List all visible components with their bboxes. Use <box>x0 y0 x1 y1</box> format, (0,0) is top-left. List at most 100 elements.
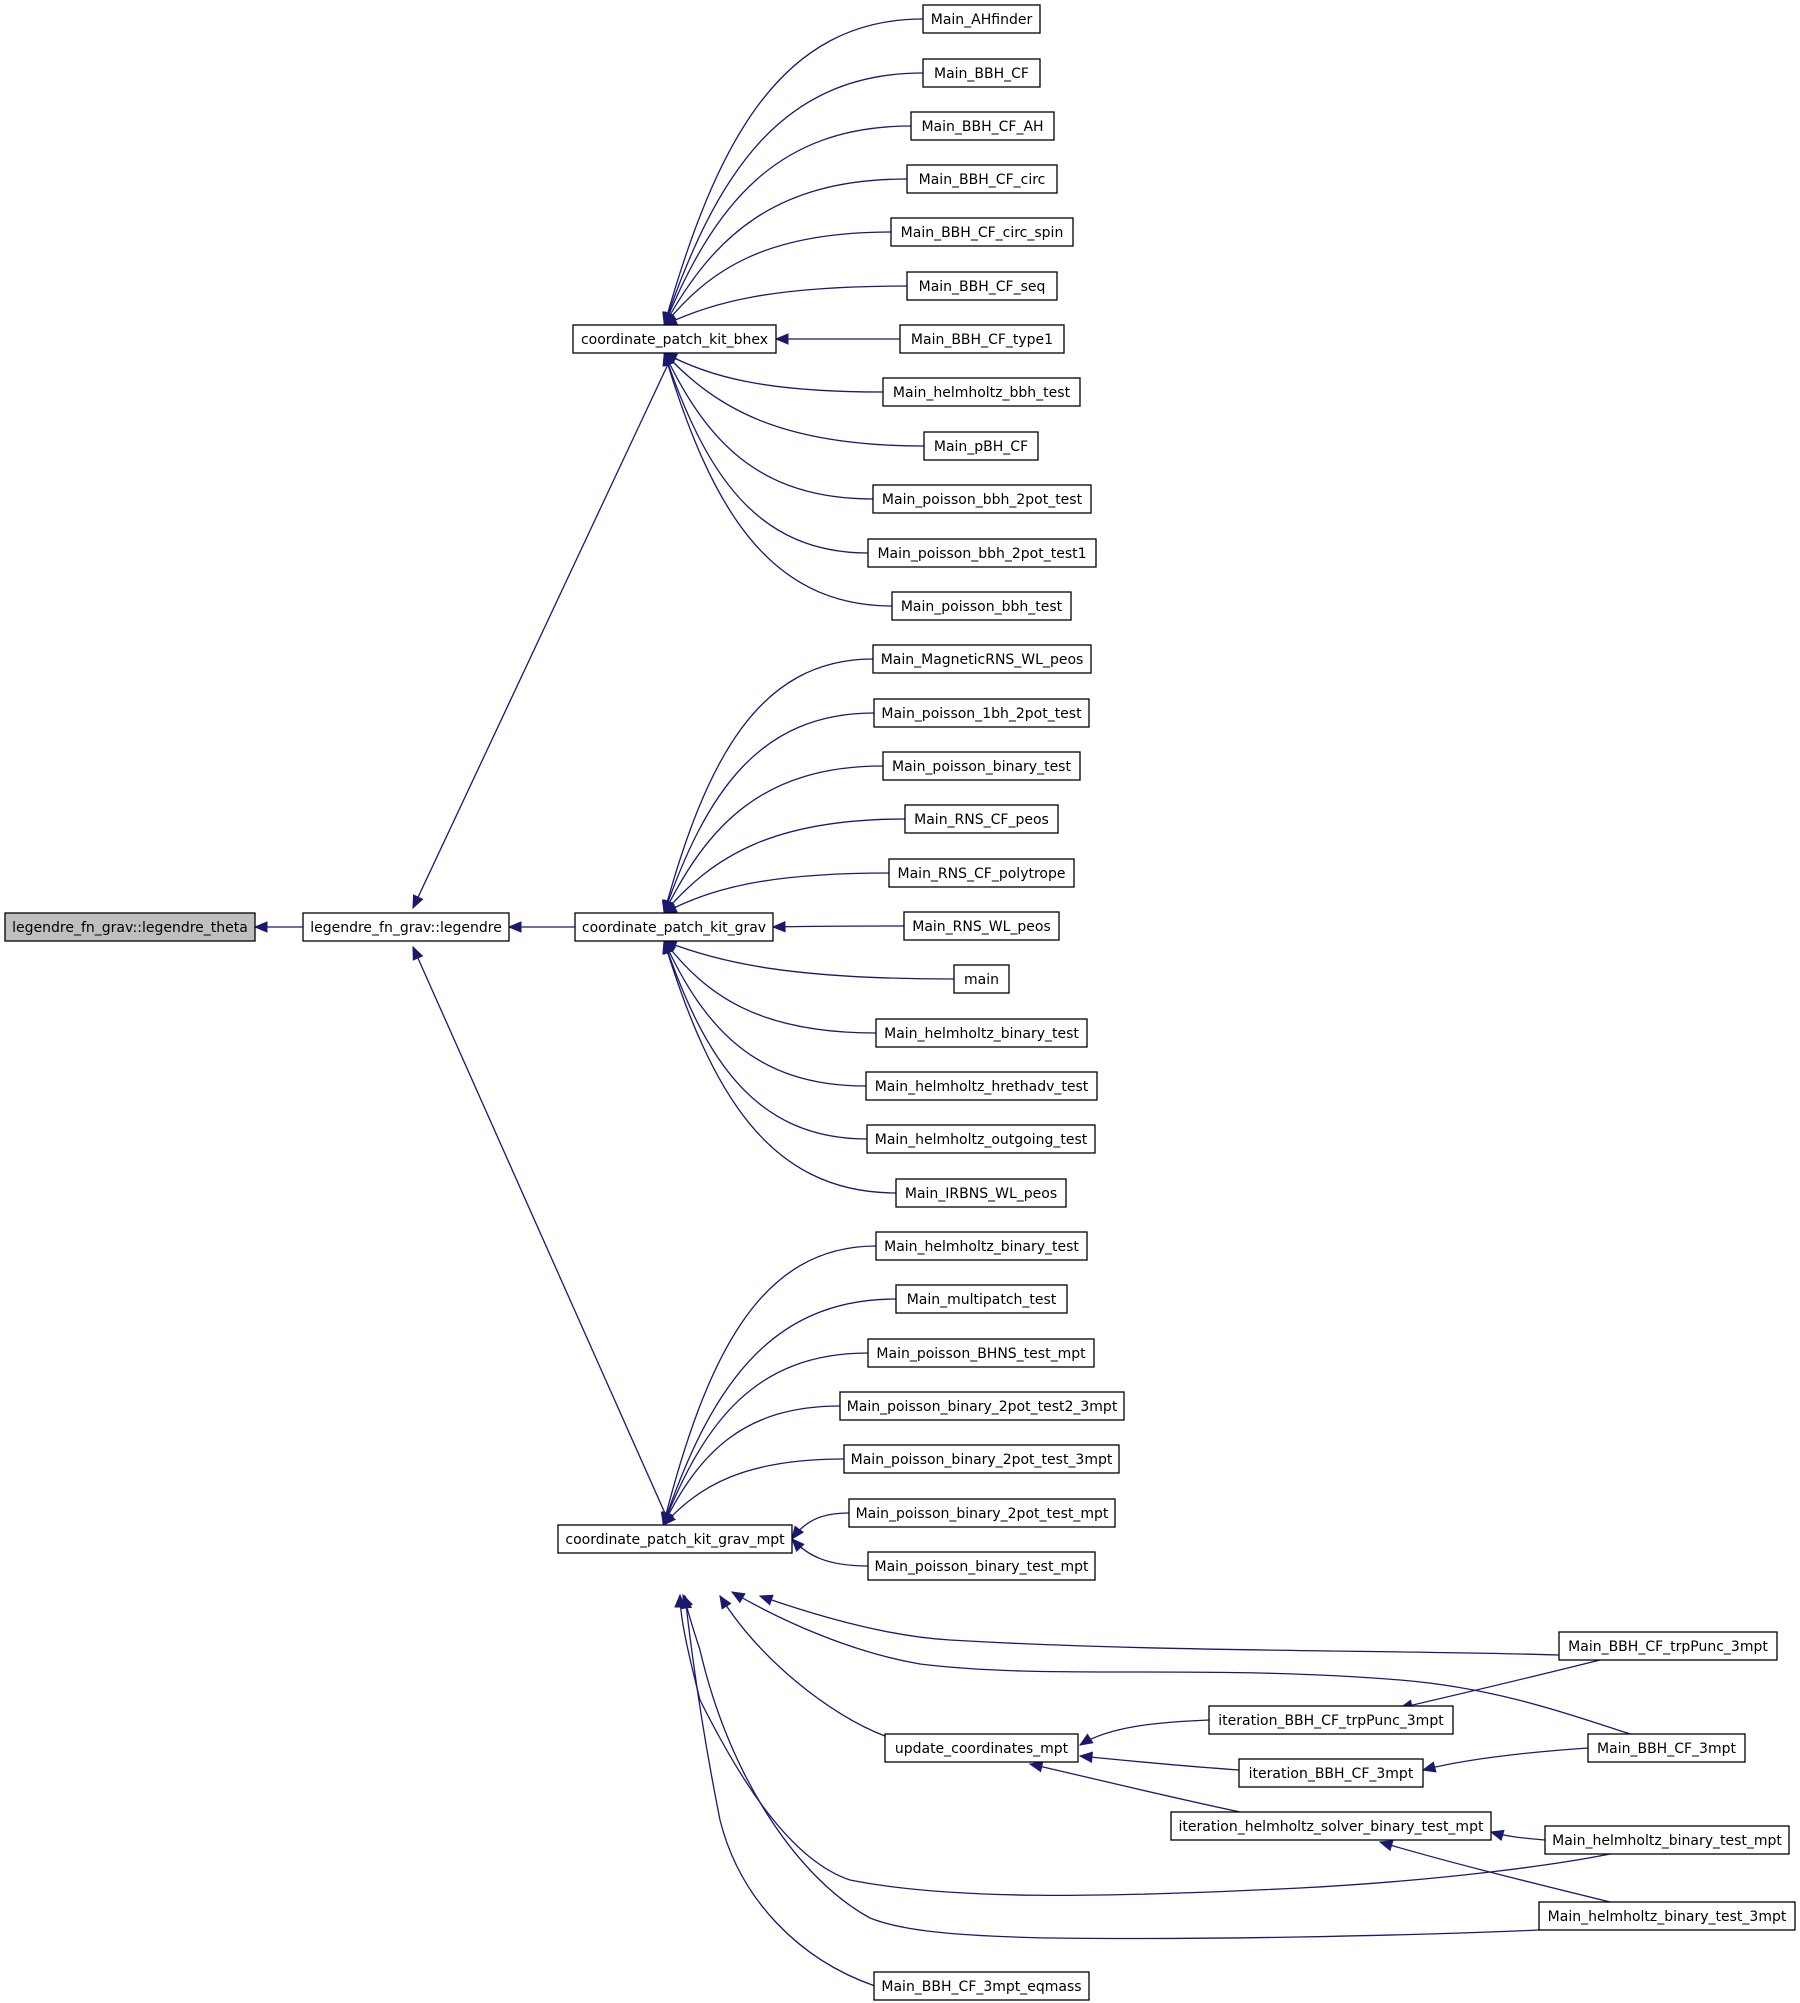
node-mpt[interactable]: coordinate_patch_kit_grav_mpt <box>557 1524 793 1554</box>
node-it2[interactable]: iteration_BBH_CF_3mpt <box>1238 1758 1424 1788</box>
node-b10[interactable]: Main_poisson_bbh_2pot_test <box>872 484 1092 514</box>
node-r4[interactable]: Main_helmholtz_binary_test_3mpt <box>1538 1901 1796 1931</box>
node-label: Main_helmholtz_outgoing_test <box>875 1132 1088 1148</box>
node-m3[interactable]: Main_poisson_BHNS_test_mpt <box>867 1338 1095 1368</box>
node-label: Main_helmholtz_bbh_test <box>893 385 1071 401</box>
node-label: Main_poisson_binary_2pot_test_mpt <box>856 1506 1109 1522</box>
node-label: coordinate_patch_kit_grav_mpt <box>565 1532 785 1548</box>
edge-arrowhead <box>1489 1829 1505 1841</box>
edge-arrowhead <box>1421 1761 1437 1773</box>
node-m7[interactable]: Main_poisson_binary_test_mpt <box>867 1551 1096 1581</box>
node-b4[interactable]: Main_BBH_CF_circ <box>906 164 1058 194</box>
node-box <box>873 1971 1090 2001</box>
edge-g4-to-grav <box>663 818 906 914</box>
node-r2[interactable]: Main_BBH_CF_3mpt <box>1587 1733 1746 1763</box>
node-g10[interactable]: Main_helmholtz_outgoing_test <box>866 1124 1096 1154</box>
edge-r3-to-mpt <box>679 1594 1611 1897</box>
node-label: Main_RNS_CF_peos <box>914 812 1049 828</box>
node-b6[interactable]: Main_BBH_CF_seq <box>906 271 1058 301</box>
node-g5[interactable]: Main_RNS_CF_polytrope <box>888 858 1075 888</box>
node-box <box>1538 1901 1796 1931</box>
node-box <box>895 1178 1067 1208</box>
edge-m9-to-mpt <box>684 1595 876 1987</box>
node-box <box>1558 1631 1778 1661</box>
edge-b3-to-bhex <box>663 125 912 326</box>
node-m9[interactable]: Main_BBH_CF_3mpt_eqmass <box>873 1971 1090 2001</box>
node-label: Main_poisson_bbh_2pot_test <box>882 492 1083 508</box>
node-m2[interactable]: Main_multipatch_test <box>895 1284 1068 1314</box>
node-g7[interactable]: main <box>953 964 1010 994</box>
edge-arrowhead <box>1028 1761 1044 1773</box>
node-theta[interactable]: legendre_fn_grav::legendre_theta <box>4 912 256 942</box>
node-box <box>1544 1825 1790 1855</box>
edge-arrowhead <box>730 1591 746 1604</box>
node-leg[interactable]: legendre_fn_grav::legendre <box>302 912 510 942</box>
node-b5[interactable]: Main_BBH_CF_circ_spin <box>890 217 1074 247</box>
node-r1[interactable]: Main_BBH_CF_trpPunc_3mpt <box>1558 1631 1778 1661</box>
node-bhex[interactable]: coordinate_patch_kit_bhex <box>572 324 777 354</box>
node-label: Main_poisson_BHNS_test_mpt <box>876 1346 1086 1362</box>
edge-b12-to-bhex <box>663 352 893 607</box>
node-g3[interactable]: Main_poisson_binary_test <box>882 751 1081 781</box>
edge-it2-to-upd <box>1079 1755 1240 1771</box>
node-label: Main_BBH_CF_seq <box>919 279 1046 295</box>
node-label: Main_poisson_bbh_test <box>901 599 1063 615</box>
node-b7[interactable]: Main_BBH_CF_type1 <box>899 324 1065 354</box>
node-label: coordinate_patch_kit_bhex <box>581 332 768 348</box>
node-box <box>890 217 1074 247</box>
edge-g11-to-grav <box>663 940 897 1194</box>
node-g6[interactable]: Main_RNS_WL_peos <box>903 911 1060 941</box>
node-box <box>922 58 1041 88</box>
node-box <box>1208 1705 1454 1735</box>
edge-b6-to-bhex <box>664 285 908 326</box>
node-b8[interactable]: Main_helmholtz_bbh_test <box>882 377 1081 407</box>
node-it3[interactable]: iteration_helmholtz_solver_binary_test_m… <box>1170 1811 1492 1841</box>
node-label: iteration_helmholtz_solver_binary_test_m… <box>1179 1819 1484 1835</box>
node-g11[interactable]: Main_IRBNS_WL_peos <box>895 1178 1067 1208</box>
node-label: Main_poisson_binary_test <box>892 759 1071 775</box>
edge-g5-to-grav <box>663 872 890 914</box>
node-g4[interactable]: Main_RNS_CF_peos <box>904 804 1059 834</box>
node-box <box>899 324 1065 354</box>
node-b1[interactable]: Main_AHfinder <box>922 4 1041 34</box>
node-m1[interactable]: Main_helmholtz_binary_test <box>875 1231 1088 1261</box>
edge-it1-to-upd <box>1079 1719 1210 1746</box>
node-label: Main_helmholtz_binary_test <box>884 1026 1079 1042</box>
node-label: legendre_fn_grav::legendre <box>310 920 502 936</box>
node-box <box>875 1231 1088 1261</box>
node-label: Main_poisson_bbh_2pot_test1 <box>877 546 1086 562</box>
node-b11[interactable]: Main_poisson_bbh_2pot_test1 <box>867 538 1097 568</box>
edge-m2-to-mpt <box>662 1298 897 1526</box>
node-box <box>1170 1811 1492 1841</box>
node-g1[interactable]: Main_MagneticRNS_WL_peos <box>872 644 1092 674</box>
edge-b2-to-bhex <box>663 72 924 326</box>
node-r3[interactable]: Main_helmholtz_binary_test_mpt <box>1544 1825 1790 1855</box>
edge-m3-to-mpt <box>662 1352 869 1526</box>
edge-g8-to-grav <box>663 940 877 1034</box>
edge-b5-to-bhex <box>663 231 892 326</box>
node-box <box>872 644 1092 674</box>
node-box <box>867 538 1097 568</box>
edge-b11-to-bhex <box>663 352 869 554</box>
node-label: Main_helmholtz_binary_test <box>884 1239 1079 1255</box>
node-g8[interactable]: Main_helmholtz_binary_test <box>875 1018 1088 1048</box>
node-g2[interactable]: Main_poisson_1bh_2pot_test <box>873 698 1090 728</box>
node-m6[interactable]: Main_poisson_binary_2pot_test_mpt <box>848 1498 1116 1528</box>
node-b12[interactable]: Main_poisson_bbh_test <box>891 591 1072 621</box>
node-b2[interactable]: Main_BBH_CF <box>922 58 1041 88</box>
edge-arrowhead <box>1078 1751 1094 1763</box>
node-m5[interactable]: Main_poisson_binary_2pot_test_3mpt <box>843 1444 1120 1474</box>
edge-g9-to-grav <box>663 940 867 1087</box>
node-it1[interactable]: iteration_BBH_CF_trpPunc_3mpt <box>1208 1705 1454 1735</box>
node-g9[interactable]: Main_helmholtz_hrethadv_test <box>865 1071 1098 1101</box>
node-b9[interactable]: Main_pBH_CF <box>923 431 1039 461</box>
node-grav[interactable]: coordinate_patch_kit_grav <box>574 912 774 942</box>
node-b3[interactable]: Main_BBH_CF_AH <box>910 111 1055 141</box>
edge-arrowhead <box>412 945 424 961</box>
node-box <box>867 1551 1096 1581</box>
node-upd[interactable]: update_coordinates_mpt <box>884 1733 1079 1763</box>
edge-m1-to-mpt <box>662 1245 877 1526</box>
node-m4[interactable]: Main_poisson_binary_2pot_test2_3mpt <box>839 1391 1125 1421</box>
edge-arrowhead <box>662 1511 676 1526</box>
edge-arrowhead <box>662 351 674 367</box>
